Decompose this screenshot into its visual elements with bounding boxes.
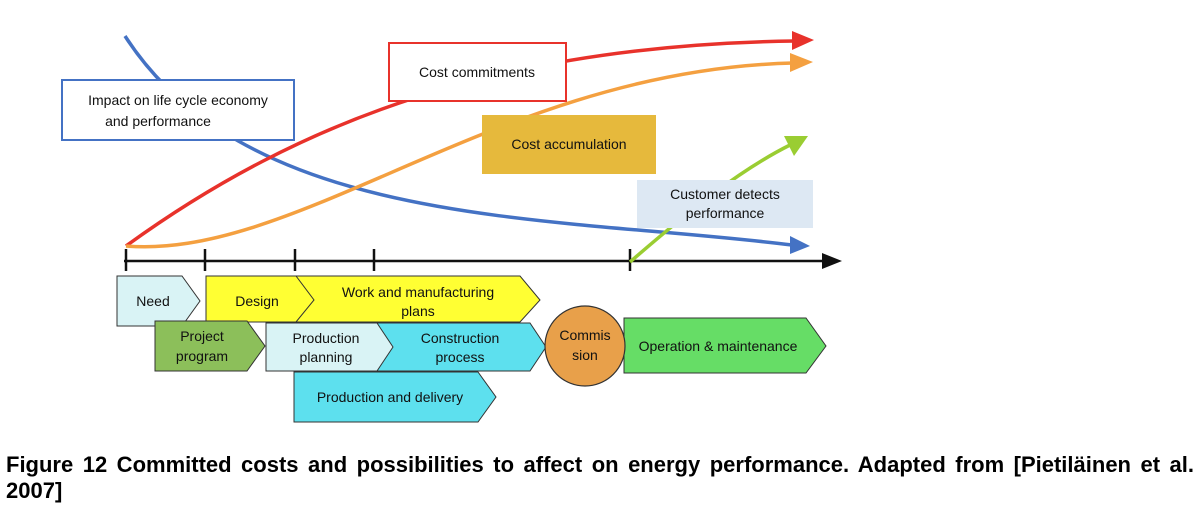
cost-accumulation-curve xyxy=(125,61,794,249)
phase-need: Need xyxy=(116,275,201,327)
phase-need-label: Need xyxy=(136,293,169,309)
phase-work-label-line1: Work and manufacturing xyxy=(342,284,494,300)
phase-construction-process: Construction process xyxy=(371,322,547,372)
phase-operation-maintenance: Operation & maintenance xyxy=(623,317,827,374)
phase-commission-label-line2: sion xyxy=(572,347,598,363)
phase-project-label-line1: Project xyxy=(180,328,224,344)
cost-accumulation-label-box: Cost accumulation xyxy=(482,115,656,174)
phase-project-program: Project program xyxy=(154,320,266,372)
phase-design: Design xyxy=(205,275,315,323)
customer-curve-arrowhead xyxy=(784,136,808,156)
impact-label-box: Impact on life cycle economy and perform… xyxy=(61,79,295,141)
customer-label-line1: Customer detects xyxy=(670,186,780,202)
timeline-axis xyxy=(124,249,842,271)
cost-accumulation-label: Cost accumulation xyxy=(511,136,626,152)
phase-commission: Commis sion xyxy=(544,305,626,387)
phase-design-label: Design xyxy=(235,293,279,309)
phase-planning-label-line1: Production xyxy=(293,330,360,346)
customer-label-box: Customer detects performance xyxy=(637,180,813,228)
cost-commitments-label: Cost commitments xyxy=(419,64,535,80)
phase-commission-label-line1: Commis xyxy=(559,327,610,343)
phase-delivery-label: Production and delivery xyxy=(317,389,463,405)
phase-operation-label: Operation & maintenance xyxy=(639,338,798,354)
phase-construction-label-line2: process xyxy=(435,349,484,365)
phase-production-planning: Production planning xyxy=(265,322,394,372)
figure-caption: Figure 12 Committed costs and possibilit… xyxy=(6,452,1194,503)
phase-planning-label-line2: planning xyxy=(300,349,353,365)
cost-commitments-label-box: Cost commitments xyxy=(388,42,567,102)
phase-work-plans: Work and manufacturing plans xyxy=(293,275,541,323)
phase-construction-label-line1: Construction xyxy=(421,330,500,346)
customer-label-line2: performance xyxy=(686,205,765,221)
cost-commitments-arrowhead xyxy=(792,31,814,50)
phase-work-label-line2: plans xyxy=(401,303,434,319)
phase-project-label-line2: program xyxy=(176,348,228,364)
phase-production-delivery: Production and delivery xyxy=(293,371,497,423)
impact-label-line2: and performance xyxy=(105,113,211,129)
cost-energy-diagram: Impact on life cycle economy and perform… xyxy=(61,31,842,423)
impact-label-line1: Impact on life cycle economy xyxy=(88,92,268,108)
impact-curve-arrowhead xyxy=(790,236,810,254)
cost-accumulation-arrowhead xyxy=(790,53,813,72)
